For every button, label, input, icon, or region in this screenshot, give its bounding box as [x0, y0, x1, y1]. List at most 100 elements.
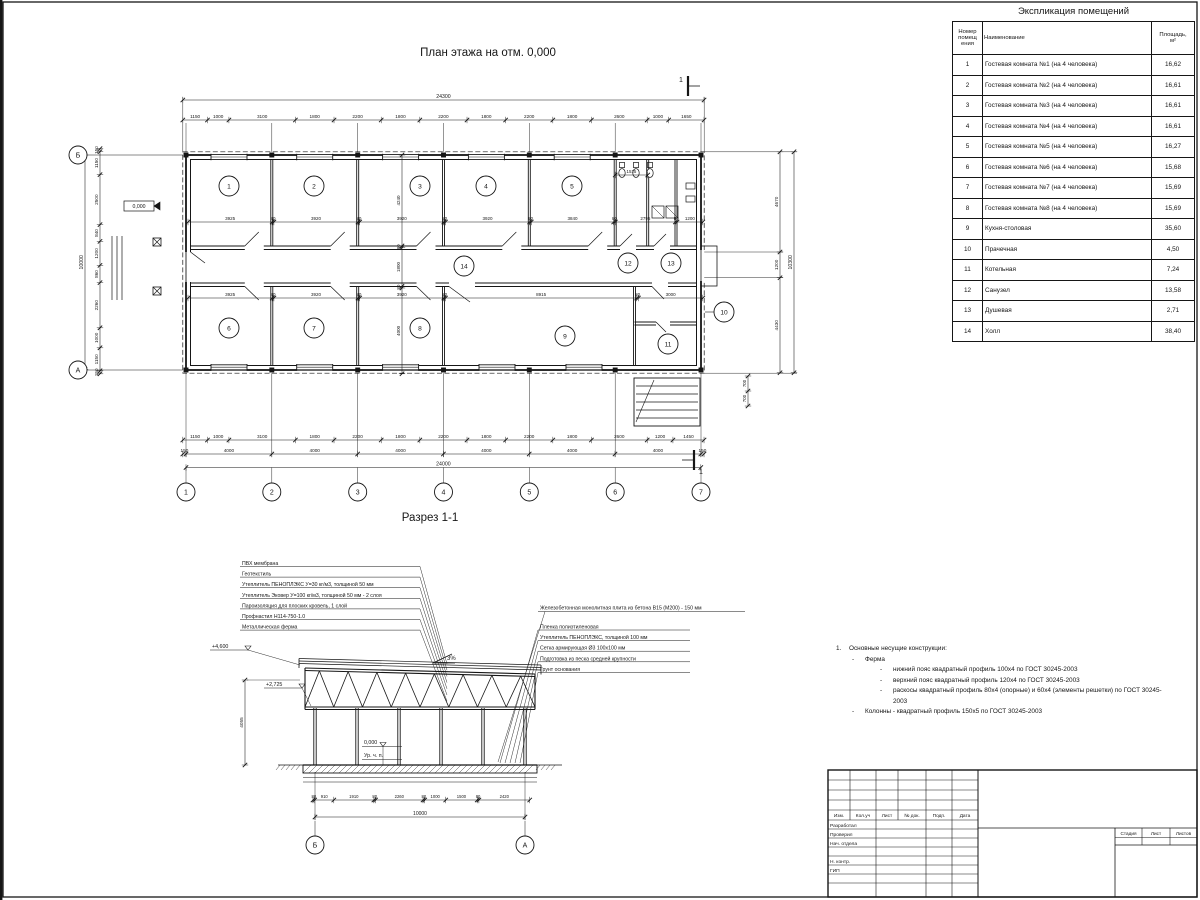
- svg-text:Геотекстиль: Геотекстиль: [242, 572, 272, 578]
- svg-text:80: 80: [528, 216, 534, 221]
- room-name: Гостевая комната №7 (на 4 человека): [982, 177, 1152, 199]
- svg-text:24000: 24000: [436, 462, 451, 468]
- svg-text:2200: 2200: [438, 434, 449, 439]
- svg-text:1: 1: [184, 490, 188, 497]
- room-number: 1: [952, 54, 983, 76]
- svg-text:4000: 4000: [481, 448, 492, 453]
- svg-text:1800: 1800: [309, 434, 320, 439]
- svg-text:1150: 1150: [190, 434, 200, 439]
- svg-text:3925: 3925: [225, 216, 236, 221]
- svg-text:80: 80: [612, 216, 618, 221]
- svg-text:2: 2: [270, 490, 274, 497]
- room-number: 10: [952, 238, 983, 260]
- section-title: Разрез 1-1: [401, 512, 459, 524]
- svg-text:1150: 1150: [94, 158, 99, 168]
- svg-text:1: 1: [679, 77, 683, 84]
- svg-text:12: 12: [624, 260, 632, 267]
- svg-text:Железобетонная монолитная плит: Железобетонная монолитная плита из бетон…: [540, 606, 702, 612]
- room-name: Котельная: [982, 259, 1152, 281]
- svg-text:1000: 1000: [431, 794, 441, 799]
- room-number: 4: [952, 115, 983, 137]
- svg-text:4670: 4670: [774, 196, 779, 207]
- svg-text:Разработал: Разработал: [830, 823, 857, 829]
- room-name: Кухня-столовая: [982, 218, 1152, 240]
- room-number: 12: [952, 279, 983, 301]
- svg-text:Кол.уч: Кол.уч: [856, 813, 871, 819]
- svg-text:1000: 1000: [213, 434, 224, 439]
- room-area: 15,69: [1151, 177, 1195, 199]
- svg-text:1800: 1800: [395, 114, 406, 119]
- svg-text:2795: 2795: [640, 216, 651, 221]
- svg-text:№ док.: № док.: [904, 813, 919, 819]
- svg-text:80: 80: [396, 244, 401, 250]
- svg-text:Листов: Листов: [1176, 831, 1192, 836]
- svg-text:1200: 1200: [685, 216, 696, 221]
- svg-text:2: 2: [312, 183, 316, 190]
- svg-text:3100: 3100: [257, 114, 268, 119]
- schedule-col-name: Наименование: [982, 21, 1152, 55]
- room-area: 7,24: [1151, 259, 1195, 281]
- room-number: 6: [952, 156, 983, 178]
- svg-text:10000: 10000: [79, 255, 85, 270]
- room-number: 11: [952, 259, 983, 281]
- room-number: 2: [952, 74, 983, 96]
- svg-text:1150: 1150: [190, 114, 200, 119]
- svg-text:Подготовка из песка средней кр: Подготовка из песка средней крупности: [540, 655, 636, 662]
- svg-text:0,000: 0,000: [133, 204, 146, 210]
- svg-text:5: 5: [527, 490, 531, 497]
- note-item: -нижний пояс квадратный профиль 100х4 по…: [880, 666, 1078, 674]
- svg-text:ПВХ мембрана: ПВХ мембрана: [242, 561, 278, 567]
- svg-text:1000: 1000: [213, 114, 224, 119]
- svg-text:А: А: [76, 368, 81, 375]
- svg-text:4055: 4055: [239, 717, 244, 728]
- room-number: 14: [952, 320, 983, 342]
- svg-text:80: 80: [476, 794, 481, 799]
- svg-text:1800: 1800: [567, 114, 578, 119]
- svg-text:3: 3: [418, 183, 422, 190]
- room-number: 7: [952, 177, 983, 199]
- svg-text:1200: 1200: [94, 248, 99, 259]
- svg-text:150: 150: [94, 368, 99, 376]
- svg-text:1450: 1450: [683, 434, 694, 439]
- room-number: 9: [952, 218, 983, 240]
- room-area: 16,62: [1151, 54, 1195, 76]
- svg-text:80: 80: [396, 284, 401, 290]
- svg-text:1150: 1150: [94, 354, 99, 364]
- note-item: -Ферма: [852, 655, 885, 663]
- svg-text:700: 700: [742, 394, 747, 402]
- svg-text:3920: 3920: [311, 216, 322, 221]
- svg-text:Изм.: Изм.: [834, 813, 844, 819]
- svg-text:860: 860: [94, 270, 99, 278]
- svg-text:Пароизоляция для плоских крове: Пароизоляция для плоских кровель, 1 слой: [242, 602, 347, 609]
- svg-text:1515: 1515: [627, 169, 637, 174]
- svg-text:3100: 3100: [257, 434, 268, 439]
- svg-text:910: 910: [321, 794, 329, 799]
- svg-text:Утеплитель ПЕНОПЛЭКС, толщиной: Утеплитель ПЕНОПЛЭКС, толщиной 100 мм: [540, 634, 648, 641]
- svg-text:840: 840: [94, 229, 99, 237]
- svg-text:4240: 4240: [396, 195, 401, 206]
- plan-title: План этажа на отм. 0,000: [420, 47, 556, 59]
- svg-text:10: 10: [720, 309, 728, 316]
- svg-text:4000: 4000: [567, 448, 578, 453]
- room-number: 5: [952, 136, 983, 158]
- svg-text:150: 150: [699, 448, 707, 453]
- construction-notes: 1.Основные несущие конструкции:-Ферма-ни…: [836, 644, 1174, 718]
- svg-text:80: 80: [372, 794, 377, 799]
- svg-text:4: 4: [442, 490, 446, 497]
- svg-text:2200: 2200: [524, 434, 535, 439]
- svg-text:1800: 1800: [481, 114, 492, 119]
- svg-text:2500: 2500: [94, 194, 99, 205]
- svg-text:4000: 4000: [395, 448, 406, 453]
